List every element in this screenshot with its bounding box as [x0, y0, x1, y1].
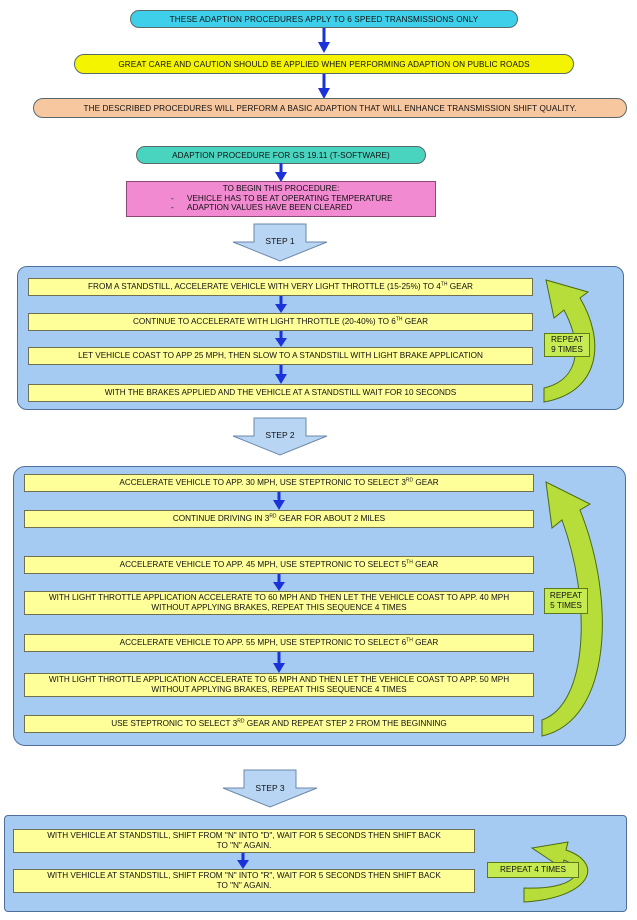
header-line-1: THESE ADAPTION PROCEDURES APPLY TO 6 SPE… — [130, 10, 518, 28]
begin-item: VEHICLE HAS TO BE AT OPERATING TEMPERATU… — [171, 194, 435, 204]
arrow-down-icon — [318, 28, 330, 53]
step-1-instruction: CONTINUE TO ACCELERATE WITH LIGHT THROTT… — [28, 313, 533, 331]
step-3-label: STEP 3 — [255, 783, 285, 793]
begin-procedure-box: TO BEGIN THIS PROCEDURE: VEHICLE HAS TO … — [126, 181, 436, 217]
step-3-repeat-badge: REPEAT 4 TIMES — [487, 862, 579, 878]
step-2-instruction: WITH LIGHT THROTTLE APPLICATION ACCELERA… — [24, 591, 534, 615]
step-3-instruction: WITH VEHICLE AT STANDSTILL, SHIFT FROM "… — [13, 869, 475, 893]
step-1-instruction: LET VEHICLE COAST TO APP 25 MPH, THEN SL… — [28, 347, 533, 365]
arrow-down-icon — [275, 296, 287, 313]
header-line-2: GREAT CARE AND CAUTION SHOULD BE APPLIED… — [74, 54, 574, 74]
step-2-arrow — [232, 417, 328, 456]
begin-item: ADAPTION VALUES HAVE BEEN CLEARED — [171, 203, 435, 213]
step-1-label: STEP 1 — [265, 236, 295, 246]
procedure-title: ADAPTION PROCEDURE FOR GS 19.11 (T-SOFTW… — [136, 146, 426, 164]
step-2-repeat-badge: REPEAT 5 TIMES — [544, 588, 588, 614]
step-2-instruction: CONTINUE DRIVING IN 3RD GEAR FOR ABOUT 2… — [24, 510, 534, 528]
header-line-3: THE DESCRIBED PROCEDURES WILL PERFORM A … — [33, 98, 627, 118]
step-3-arrow — [222, 769, 318, 808]
arrow-down-icon — [318, 74, 330, 99]
step-2-instruction: ACCELERATE VEHICLE TO APP. 45 MPH, USE S… — [24, 556, 534, 574]
step-2-instruction: ACCELERATE VEHICLE TO APP. 55 MPH, USE S… — [24, 634, 534, 652]
arrow-down-icon — [273, 652, 285, 673]
repeat-curve-arrow-icon — [523, 841, 589, 903]
arrow-down-icon — [275, 365, 287, 384]
step-2-label: STEP 2 — [265, 430, 295, 440]
step-1-repeat-badge: REPEAT 9 TIMES — [544, 333, 590, 357]
repeat-curve-arrow-icon — [543, 279, 596, 403]
arrow-down-icon — [275, 331, 287, 347]
arrow-down-icon — [237, 853, 249, 869]
begin-title: TO BEGIN THIS PROCEDURE: — [222, 184, 340, 193]
repeat-curve-arrow-icon — [541, 481, 603, 737]
step-2-instruction: USE STEPTRONIC TO SELECT 3RD GEAR AND RE… — [24, 715, 534, 733]
step-2-instruction: ACCELERATE VEHICLE TO APP. 30 MPH, USE S… — [24, 474, 534, 492]
arrow-down-icon — [273, 492, 285, 510]
arrow-down-icon — [275, 163, 287, 182]
step-1-instruction: FROM A STANDSTILL, ACCELERATE VEHICLE WI… — [28, 278, 533, 296]
step-1-arrow — [232, 223, 328, 262]
step-2-instruction: WITH LIGHT THROTTLE APPLICATION ACCELERA… — [24, 673, 534, 697]
arrow-down-icon — [273, 574, 285, 591]
step-3-instruction: WITH VEHICLE AT STANDSTILL, SHIFT FROM "… — [13, 829, 475, 853]
step-1-instruction: WITH THE BRAKES APPLIED AND THE VEHICLE … — [28, 384, 533, 402]
